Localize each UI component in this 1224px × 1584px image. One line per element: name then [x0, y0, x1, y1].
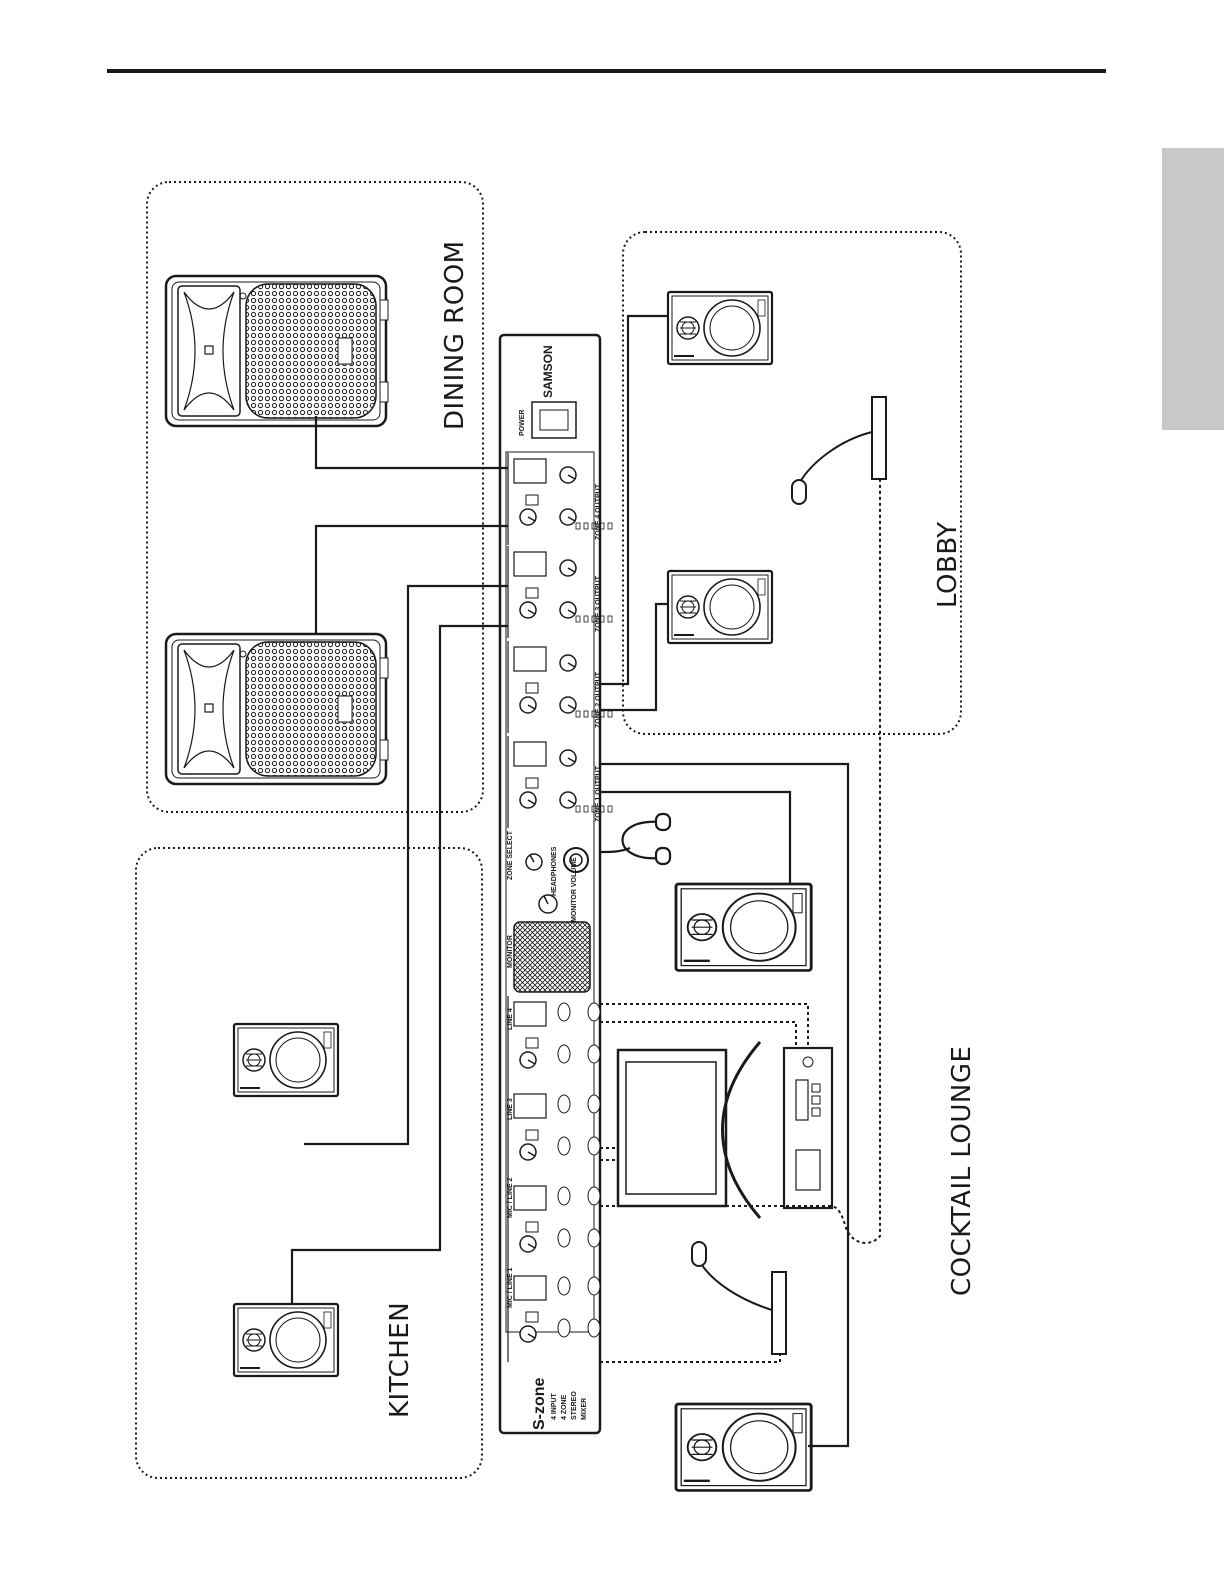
headphones-label: HEADPHONES	[551, 846, 558, 896]
zone-select-label: ZONE SELECT	[507, 830, 514, 880]
headphones-icon	[600, 814, 670, 864]
zone-2-output-label: ZONE 2 OUTPUT	[595, 671, 602, 728]
zone-1-output-label: ZONE 1 OUTPUT	[595, 765, 602, 822]
zone-3-output-label: ZONE 3 OUTPUT	[595, 575, 602, 632]
cocktail-lounge-label: COCKTAIL LOUNGE	[947, 1046, 977, 1296]
kitchen-speaker-1	[234, 1024, 338, 1096]
kitchen-speaker-2	[234, 1304, 338, 1376]
lobby-label: LOBBY	[933, 521, 963, 608]
lounge-microphone	[692, 1242, 786, 1354]
monitor-volume-knob[interactable]	[539, 895, 557, 913]
mixer-desc-3: STEREO	[571, 1391, 578, 1420]
monitor-volume-label: MONITOR VOLUME	[571, 857, 578, 922]
line-3-label: LINE 3	[507, 1098, 514, 1120]
lobby-speaker-1	[668, 292, 772, 364]
monitor-label: MONITOR	[507, 935, 514, 968]
line-4-label: LINE 4	[507, 1008, 514, 1030]
mixer-model: S-zone	[531, 1377, 548, 1430]
power-label: POWER	[519, 410, 526, 436]
kitchen-zone	[136, 848, 482, 1478]
mixer-unit: SAMSON POWER ZONE 4 OUTPUT ZONE 3 OUTPUT…	[500, 335, 612, 1433]
zone-select-knob[interactable]	[526, 854, 542, 870]
lounge-speaker-2	[676, 1404, 811, 1490]
mic-line-2-label: MIC / LINE 2	[507, 1177, 514, 1218]
monitor-grille	[514, 922, 590, 992]
power-switch[interactable]	[532, 402, 576, 438]
tv-icon	[618, 1042, 760, 1218]
receiver-icon	[784, 1048, 832, 1208]
mixer-desc-4: MIXER	[581, 1398, 588, 1420]
mixer-brand: SAMSON	[541, 345, 555, 398]
dining-speaker-1	[166, 276, 388, 426]
lobby-speaker-2	[668, 571, 772, 643]
lobby-microphone	[792, 397, 886, 504]
dining-speaker-2	[166, 634, 388, 784]
dining-room-label: DINING ROOM	[440, 240, 470, 430]
mixer-desc-1: 4 INPUT	[551, 1392, 558, 1420]
mixer-desc-2: 4 ZONE	[561, 1394, 568, 1420]
zone-4-output-label: ZONE 4 OUTPUT	[595, 483, 602, 540]
lounge-speaker-1	[676, 884, 811, 970]
section-tab	[1162, 148, 1224, 430]
kitchen-label: KITCHEN	[385, 1302, 415, 1418]
mic-line-1-label: MIC / LINE 1	[507, 1267, 514, 1308]
